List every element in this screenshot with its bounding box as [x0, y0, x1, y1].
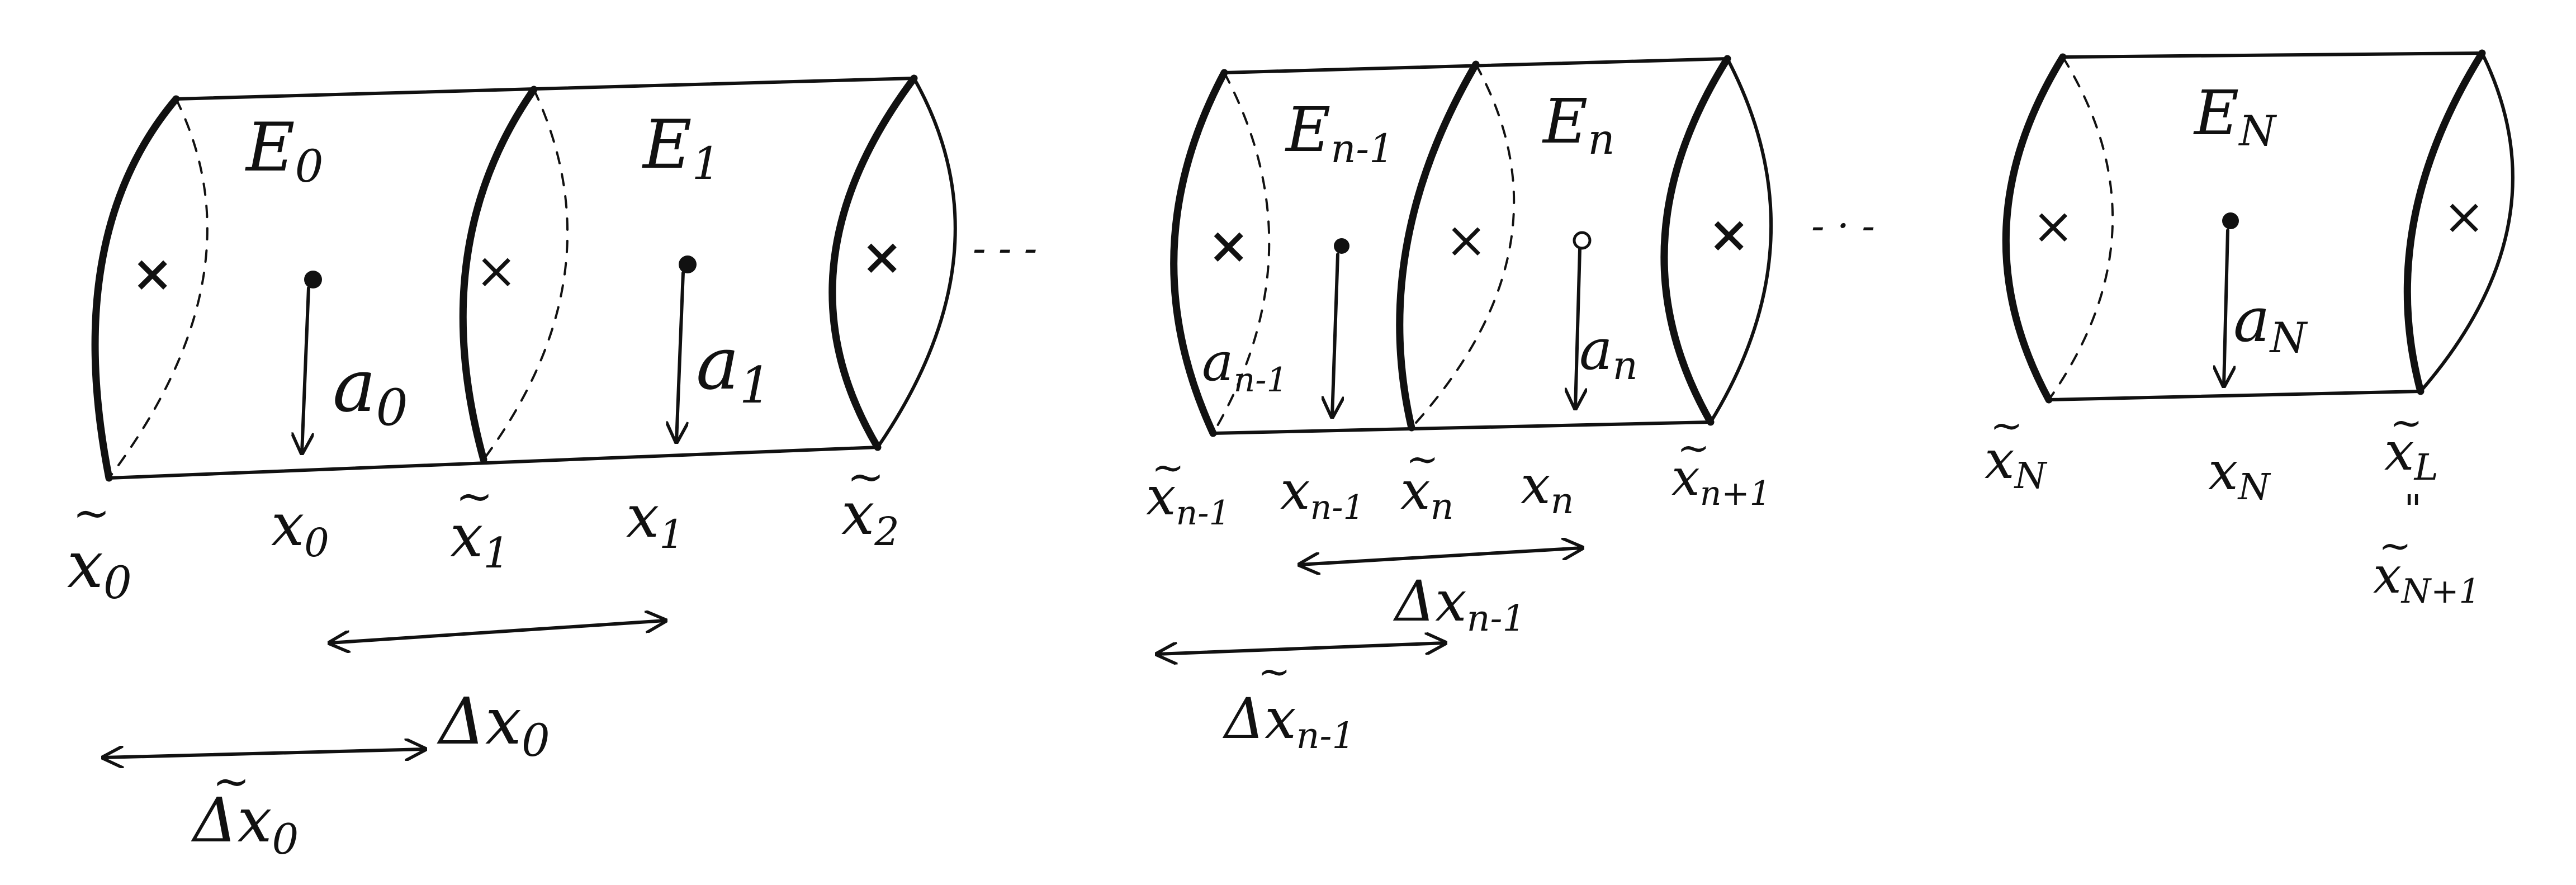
face-back-2: [876, 77, 957, 449]
spacing-arrow-dx0-tilde: [103, 749, 425, 758]
amplitude-arrow: [2224, 229, 2228, 386]
boundary-label-2: x2: [841, 480, 899, 555]
ellipsis-left: - - -: [973, 225, 1037, 271]
spacing-label-dx0-tilde: Δx0: [191, 784, 299, 864]
energy-label-1: E1: [642, 106, 721, 190]
center-labels: x0 x1 xn-1 xn xN: [271, 441, 2271, 566]
center-dot: [1334, 238, 1349, 254]
center-label-n: xn: [1521, 455, 1574, 522]
center-label-n-1: xn-1: [1280, 460, 1365, 527]
energy-label-N: EN: [2193, 77, 2277, 155]
amplitude-arrows: [302, 212, 2239, 453]
spacing-label-dxn-1: Δxn-1: [1393, 569, 1526, 640]
face-front-L: [2403, 49, 2486, 395]
tilde-mark: ~: [212, 755, 250, 807]
boundary-label-1: x1: [450, 502, 510, 578]
amplitude-arrow: [1575, 248, 1580, 408]
face-back-N: [2048, 56, 2114, 401]
tilde-mark: ~: [1406, 436, 1439, 482]
boundary-label-n+1: xn+1: [1671, 448, 1771, 513]
center-dot: [304, 271, 322, 288]
face-front-1: [459, 86, 538, 463]
top-edge: [174, 77, 916, 101]
tilde-mark: ~: [1990, 403, 2023, 448]
spacing-labels: Δx0 ~ Δx0 Δxn-1 ~ Δxn-1: [191, 569, 1526, 864]
amplitude-label-0: a0: [333, 343, 408, 437]
cross-mark: ×: [131, 244, 173, 303]
tilde-mark: ~: [1258, 649, 1291, 694]
center-dot: [2222, 212, 2239, 229]
tilde-mark: ~: [847, 451, 884, 503]
face-back-n+1: [1709, 57, 1773, 424]
amplitude-label-N: aN: [2233, 284, 2308, 362]
spacing-label-dx0: Δx0: [437, 684, 550, 766]
cross-mark: ×: [1208, 216, 1249, 275]
cross-mark: ×: [1708, 205, 1750, 264]
cross-mark: ×: [2443, 187, 2485, 246]
spacing-arrow-dxn-1-tilde: [1157, 643, 1445, 654]
spacing-arrow-dxn-1: [1300, 548, 1582, 565]
tilde-mark: ~: [1677, 425, 1710, 471]
energy-label-n: En: [1542, 86, 1615, 164]
middle-cylinder: [1170, 55, 1773, 437]
spacing-arrow-dx0: [330, 621, 665, 643]
tilde-mark: ~: [456, 470, 493, 522]
face-front-n-1: [1170, 69, 1228, 437]
boundary-label-N+1: xN+1: [2373, 546, 2480, 611]
bottom-edge: [1211, 420, 1712, 435]
amplitude-arrow: [302, 286, 309, 453]
cross-mark: ×: [1445, 211, 1487, 269]
center-dot: [679, 255, 697, 273]
center-label-1: x1: [626, 482, 684, 557]
face-back-n-1: [1212, 72, 1271, 434]
face-back-n: [1410, 63, 1516, 429]
right-cylinder: [2002, 49, 2515, 404]
amplitude-arrow: [1332, 253, 1338, 417]
face-front-0: [91, 95, 180, 482]
tilde-mark: ~: [73, 487, 110, 539]
boundary-label-N: xN: [1985, 429, 2048, 497]
face-front-n: [1396, 60, 1480, 432]
face-front-n+1: [1660, 55, 1731, 426]
cross-mark: ×: [475, 242, 517, 300]
amplitude-label-1: a1: [696, 321, 771, 415]
boundary-label-n-1: xn-1: [1146, 466, 1230, 533]
cross-mark: ×: [861, 227, 903, 286]
amplitude-label-n: an: [1579, 317, 1638, 389]
cross-mark: ×: [2032, 197, 2074, 255]
boundary-label-L: xL: [2384, 421, 2438, 489]
spacing-label-dxn-1-tilde: Δxn-1: [1222, 686, 1355, 757]
energy-label-n-1: En-1: [1285, 94, 1394, 172]
face-back-1: [482, 88, 569, 461]
tilde-mark: ~: [2379, 523, 2412, 569]
boundary-label-n: xn: [1400, 460, 1453, 528]
center-label-0: x0: [271, 491, 329, 566]
ellipsis-right: - · -: [1811, 203, 1875, 249]
amplitude-arrow: [676, 271, 683, 442]
center-dot: [1573, 231, 1592, 250]
face-front-2: [828, 74, 918, 451]
left-cylinder: [91, 74, 957, 482]
top-edge: [2061, 51, 2484, 59]
amplitude-label-n-1: an-1: [1202, 332, 1288, 400]
energy-labels: E0 E1 En-1 En EN: [245, 77, 2277, 192]
tilde-mark: ~: [1152, 444, 1185, 490]
face-front-N: [2002, 53, 2067, 404]
energy-label-0: E0: [245, 109, 324, 192]
spacing-arrows: [103, 548, 1582, 758]
face-back-0: [108, 98, 209, 479]
boundary-label-0: x0: [67, 528, 132, 609]
bottom-edge: [2047, 390, 2422, 401]
tilde-mark: ~: [2390, 400, 2423, 446]
center-label-N: xN: [2208, 441, 2271, 508]
boundary-labels: ~ x0 ~ x1 ~ x2 ~ xn-1 ~ xn ~ xn+1 ~ xN ~…: [67, 400, 2480, 611]
amplitude-labels: a0 a1 an-1 an aN: [333, 284, 2308, 437]
face-back-L: [2419, 51, 2515, 393]
bottom-edge: [107, 446, 879, 480]
equals-mark: ": [2404, 486, 2422, 532]
cross-marks: × × × × × × × ×: [131, 187, 2485, 303]
